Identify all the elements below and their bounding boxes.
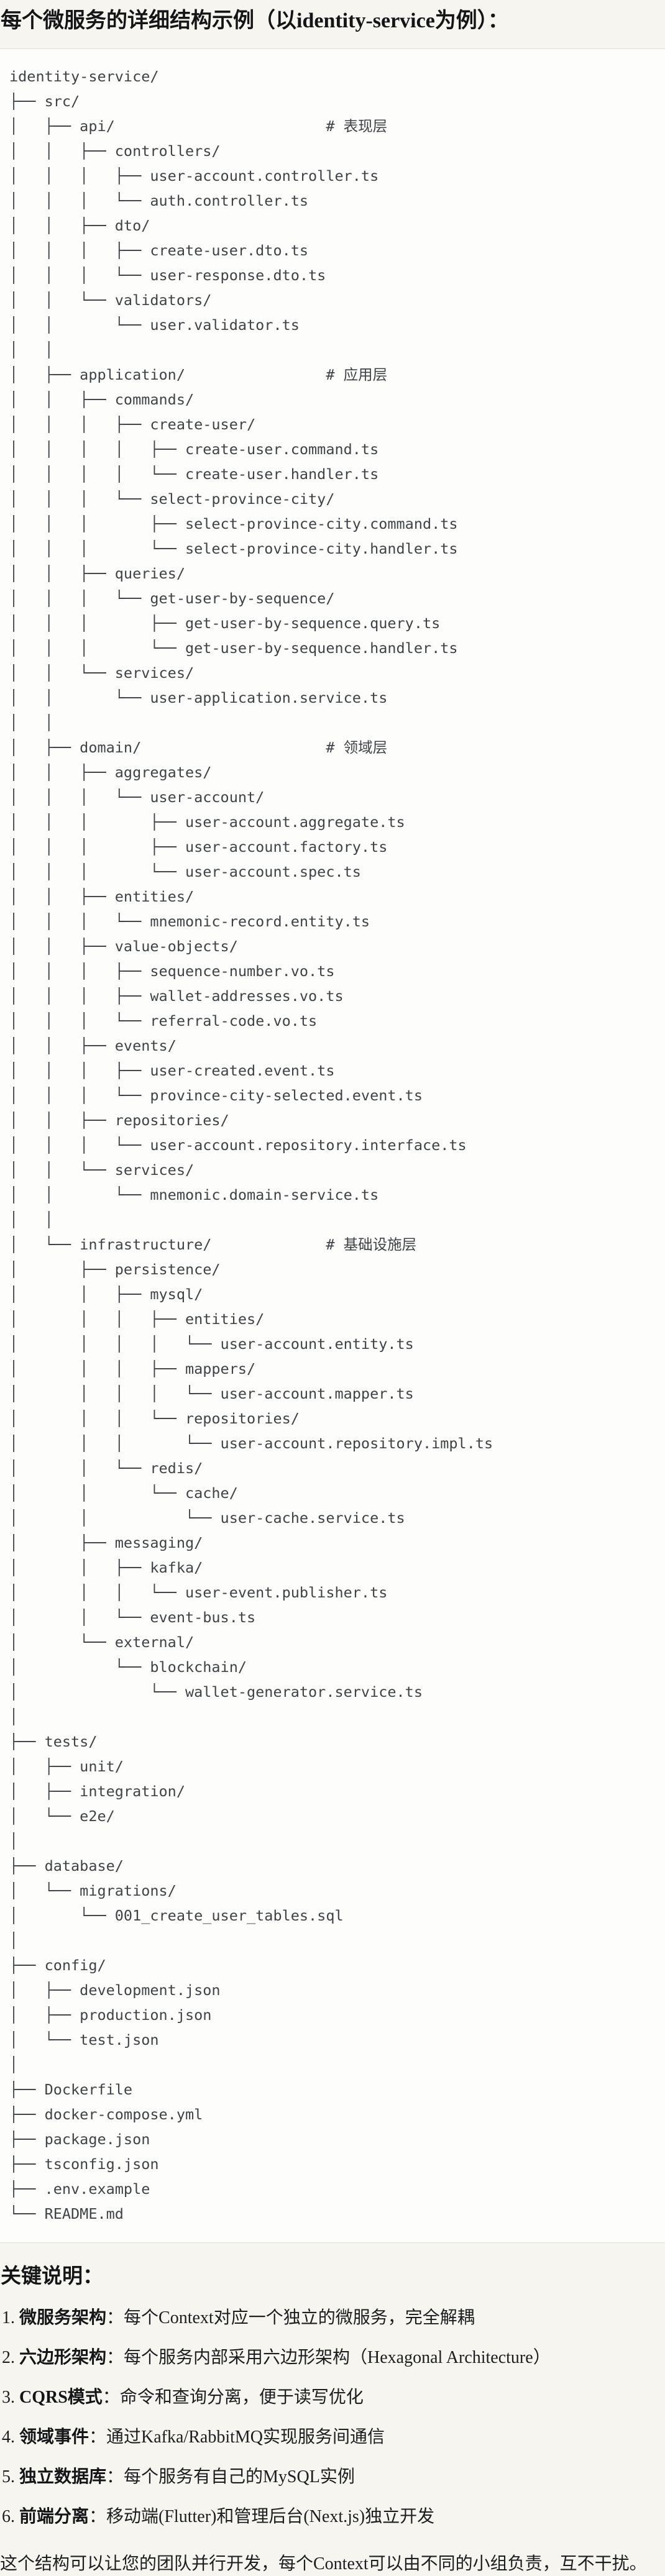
key-point-item: 5.独立数据库：每个服务有自己的MySQL实例: [2, 2465, 665, 2489]
key-point-label: CQRS模式: [19, 2388, 103, 2408]
key-point-num: 2.: [2, 2348, 15, 2368]
key-point-item: 1.微服务架构：每个Context对应一个独立的微服务，完全解耦: [2, 2306, 665, 2330]
key-point-num: 6.: [2, 2507, 15, 2527]
key-point-colon: ：: [106, 2467, 124, 2487]
key-point-colon: ：: [106, 2308, 124, 2328]
key-point-colon: ：: [89, 2507, 107, 2527]
key-point-text: 每个Context对应一个独立的微服务，完全解耦: [124, 2308, 475, 2328]
key-point-label: 领域事件: [19, 2428, 89, 2447]
key-point-label: 六边形架构: [19, 2348, 107, 2368]
key-point-colon: ：: [106, 2348, 124, 2368]
key-point-num: 4.: [2, 2428, 15, 2447]
key-point-text: 命令和查询分离，便于读写优化: [119, 2388, 364, 2408]
key-point-num: 5.: [2, 2467, 15, 2487]
key-point-text: 每个服务内部采用六边形架构（Hexagonal Architecture）: [124, 2348, 551, 2368]
directory-tree: identity-service/ ├── src/ │ ├── api/ # …: [9, 67, 493, 2222]
key-point-item: 3.CQRS模式：命令和查询分离，便于读写优化: [2, 2386, 665, 2409]
key-point-text: 每个服务有自己的MySQL实例: [124, 2467, 355, 2487]
key-point-colon: ：: [89, 2428, 107, 2447]
key-point-colon: ：: [102, 2388, 120, 2408]
key-point-item: 2.六边形架构：每个服务内部采用六边形架构（Hexagonal Architec…: [2, 2346, 665, 2370]
section-heading: 关键说明：: [1, 2265, 103, 2288]
key-point-num: 1.: [2, 2308, 15, 2328]
key-point-item: 4.领域事件：通过Kafka/RabbitMQ实现服务间通信: [2, 2426, 665, 2449]
key-point-label: 微服务架构: [19, 2308, 107, 2328]
code-block: identity-service/ ├── src/ │ ├── api/ # …: [0, 48, 665, 2243]
closing-paragraph: 这个结构可以让您的团队并行开发，每个Context可以由不同的小组负责，互不干扰…: [0, 2554, 647, 2574]
page-title: 每个微服务的详细结构示例（以identity-service为例）：: [1, 9, 509, 32]
key-point-label: 独立数据库: [19, 2467, 107, 2487]
key-point-text: 通过Kafka/RabbitMQ实现服务间通信: [106, 2428, 385, 2447]
key-point-text: 移动端(Flutter)和管理后台(Next.js)独立开发: [106, 2507, 435, 2527]
key-point-label: 前端分离: [19, 2507, 89, 2527]
key-point-item: 6.前端分离：移动端(Flutter)和管理后台(Next.js)独立开发: [2, 2505, 665, 2529]
key-point-num: 3.: [2, 2388, 15, 2408]
